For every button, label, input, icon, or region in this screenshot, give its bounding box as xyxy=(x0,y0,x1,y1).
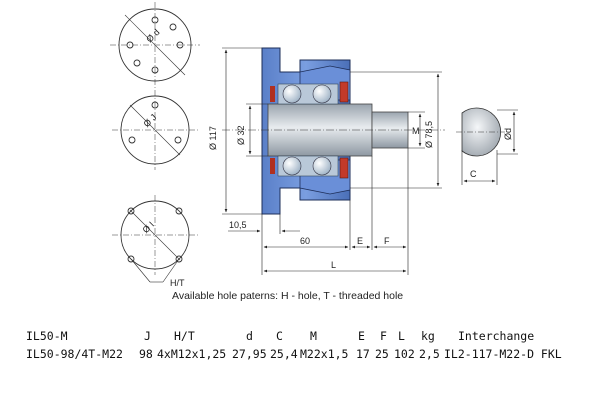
label-dim-10-5: 10,5 xyxy=(229,220,247,230)
label-dim-c: C xyxy=(470,169,477,179)
cell-c: 25,4 xyxy=(270,347,298,361)
cell-j: 98 xyxy=(139,347,153,361)
label-hole-circle-i: Ø I xyxy=(141,220,157,236)
header-ht: H/T xyxy=(174,329,195,343)
cell-l: 102 xyxy=(394,347,415,361)
header-l: L xyxy=(398,329,405,343)
label-dia-117: Ø 117 xyxy=(208,126,218,150)
label-dim-l: L xyxy=(331,260,336,270)
horizontal-dimensions xyxy=(228,148,409,275)
technical-drawing: Ø d Ø J Ø I H/T xyxy=(110,2,518,288)
cell-f: 25 xyxy=(375,347,389,361)
shaft-end-view xyxy=(456,107,518,185)
hole-pattern-middle: Ø J xyxy=(112,90,198,170)
label-dim-e: E xyxy=(357,236,363,246)
header-c: C xyxy=(276,329,283,343)
label-dia-32: Ø 32 xyxy=(236,125,246,145)
label-hole-type: H/T xyxy=(170,278,185,288)
label-dim-60: 60 xyxy=(300,236,310,246)
header-model: IL50-M xyxy=(26,329,68,343)
label-hole-circle-d: Ø d xyxy=(144,27,161,44)
cell-kg: 2,5 xyxy=(419,347,440,361)
hub-section xyxy=(222,47,445,215)
header-kg: kg xyxy=(421,329,435,343)
hole-pattern-caption: Available hole paterns: H - hole, T - th… xyxy=(172,290,404,302)
label-hole-circle-j: Ø J xyxy=(142,112,159,129)
cell-d: 27,95 xyxy=(232,347,267,361)
hole-pattern-top: Ø d xyxy=(110,2,200,88)
cell-ht: 4xM12x1,25 xyxy=(157,347,227,361)
label-thread-m: M xyxy=(412,126,420,136)
label-dia-785: Ø 78,5 xyxy=(424,121,434,148)
label-dim-f: F xyxy=(384,236,390,246)
header-j: J xyxy=(144,329,151,343)
header-e: E xyxy=(358,329,365,343)
cell-m: M22x1,5 xyxy=(300,347,349,361)
cell-model: IL50-98/4T-M22 xyxy=(26,347,123,361)
cell-e: 17 xyxy=(356,347,370,361)
cell-interchange: IL2-117-M22-D FKL xyxy=(444,347,562,361)
header-f: F xyxy=(380,329,387,343)
header-d: d xyxy=(246,329,253,343)
header-interchange: Interchange xyxy=(458,329,535,343)
label-shaft-d: Ød xyxy=(503,128,513,140)
vertical-dimensions xyxy=(222,47,442,215)
hole-pattern-bottom: Ø I xyxy=(112,195,198,283)
header-m: M xyxy=(310,329,317,343)
